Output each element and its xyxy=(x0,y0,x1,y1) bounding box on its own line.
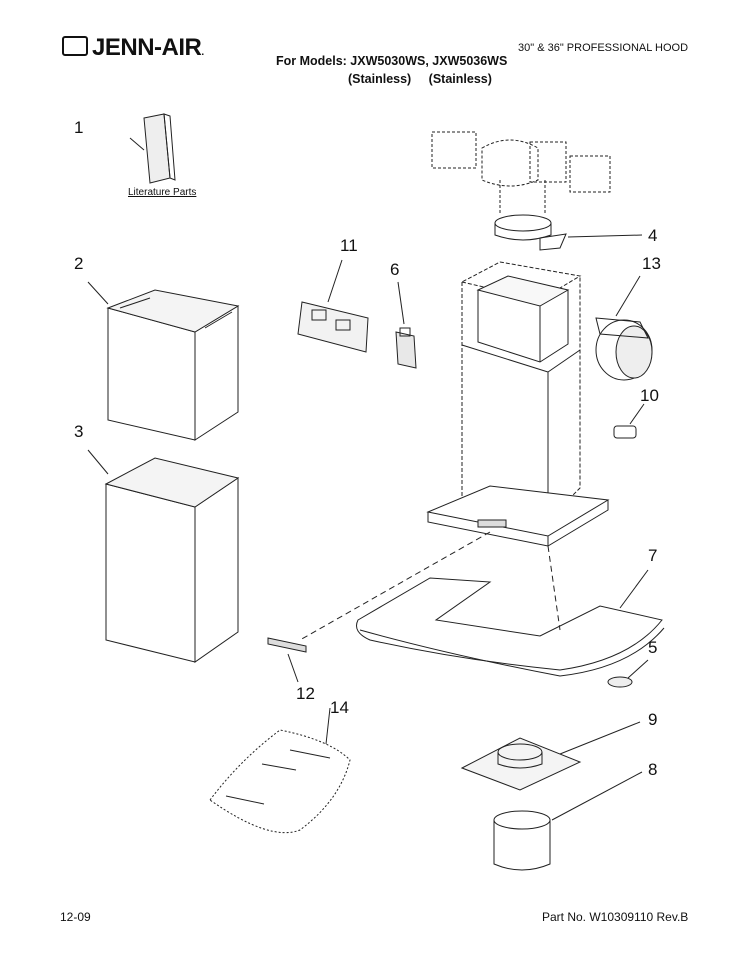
part-6-switch xyxy=(396,282,416,368)
variants-line: (Stainless) (Stainless) xyxy=(348,72,492,86)
part-8-cylinder xyxy=(494,772,642,870)
leader-7 xyxy=(620,570,648,608)
leader-5 xyxy=(628,660,648,678)
part-2-upper-cover xyxy=(88,282,238,440)
callout-4: 4 xyxy=(648,226,658,245)
leader-1 xyxy=(130,138,144,150)
part-14-hardware xyxy=(210,708,350,833)
leader-11 xyxy=(328,260,342,302)
part-5-lens xyxy=(608,660,648,687)
brand-suffix: . xyxy=(201,47,204,58)
callout-13: 13 xyxy=(642,254,661,273)
callout-12: 12 xyxy=(296,684,315,703)
leader-4 xyxy=(568,235,642,237)
callout-1: 1 xyxy=(74,118,84,137)
callout-6: 6 xyxy=(390,260,400,279)
callout-2: 2 xyxy=(74,254,84,273)
literature-label: Literature Parts xyxy=(128,187,197,198)
callout-14: 14 xyxy=(330,698,349,717)
leader-10 xyxy=(630,404,644,424)
callout-5: 5 xyxy=(648,638,658,657)
callout-8: 8 xyxy=(648,760,658,779)
callout-10: 10 xyxy=(640,386,659,405)
part-7-glass xyxy=(357,570,665,676)
footer-part-number: Part No. W10309110 Rev.B xyxy=(542,910,689,924)
brand-name: JENN-AIR xyxy=(92,34,202,61)
leader-9 xyxy=(560,722,640,754)
leader-2 xyxy=(88,282,108,304)
callout-7: 7 xyxy=(648,546,658,565)
callout-3: 3 xyxy=(74,422,84,441)
jennair-logo-icon xyxy=(62,36,88,56)
models-line: For Models: JXW5030WS, JXW5036WS xyxy=(276,54,508,68)
leader-3 xyxy=(88,450,108,474)
leader-8 xyxy=(552,772,642,820)
leader-12 xyxy=(288,654,298,682)
leader-6 xyxy=(398,282,404,324)
part-11-control-board xyxy=(298,260,368,352)
leader-13 xyxy=(616,276,640,316)
part-3-lower-cover xyxy=(88,450,238,662)
part-13-blower xyxy=(596,276,652,380)
part-9-flange xyxy=(462,722,640,790)
part-10-capacitor xyxy=(614,404,644,438)
brand-logo: JENN-AIR. xyxy=(62,34,204,62)
duct-fittings xyxy=(432,132,610,215)
callout-11: 11 xyxy=(340,236,358,255)
callout-9: 9 xyxy=(648,710,658,729)
chimney-body xyxy=(428,262,608,546)
footer-date: 12-09 xyxy=(60,910,91,924)
part-12-bracket xyxy=(268,638,306,682)
part-4-collar xyxy=(495,215,642,250)
assembly-lines xyxy=(300,532,560,640)
part-1-literature xyxy=(130,114,175,183)
product-title: 30" & 36" PROFESSIONAL HOOD xyxy=(518,42,689,54)
leader-14 xyxy=(326,708,330,744)
